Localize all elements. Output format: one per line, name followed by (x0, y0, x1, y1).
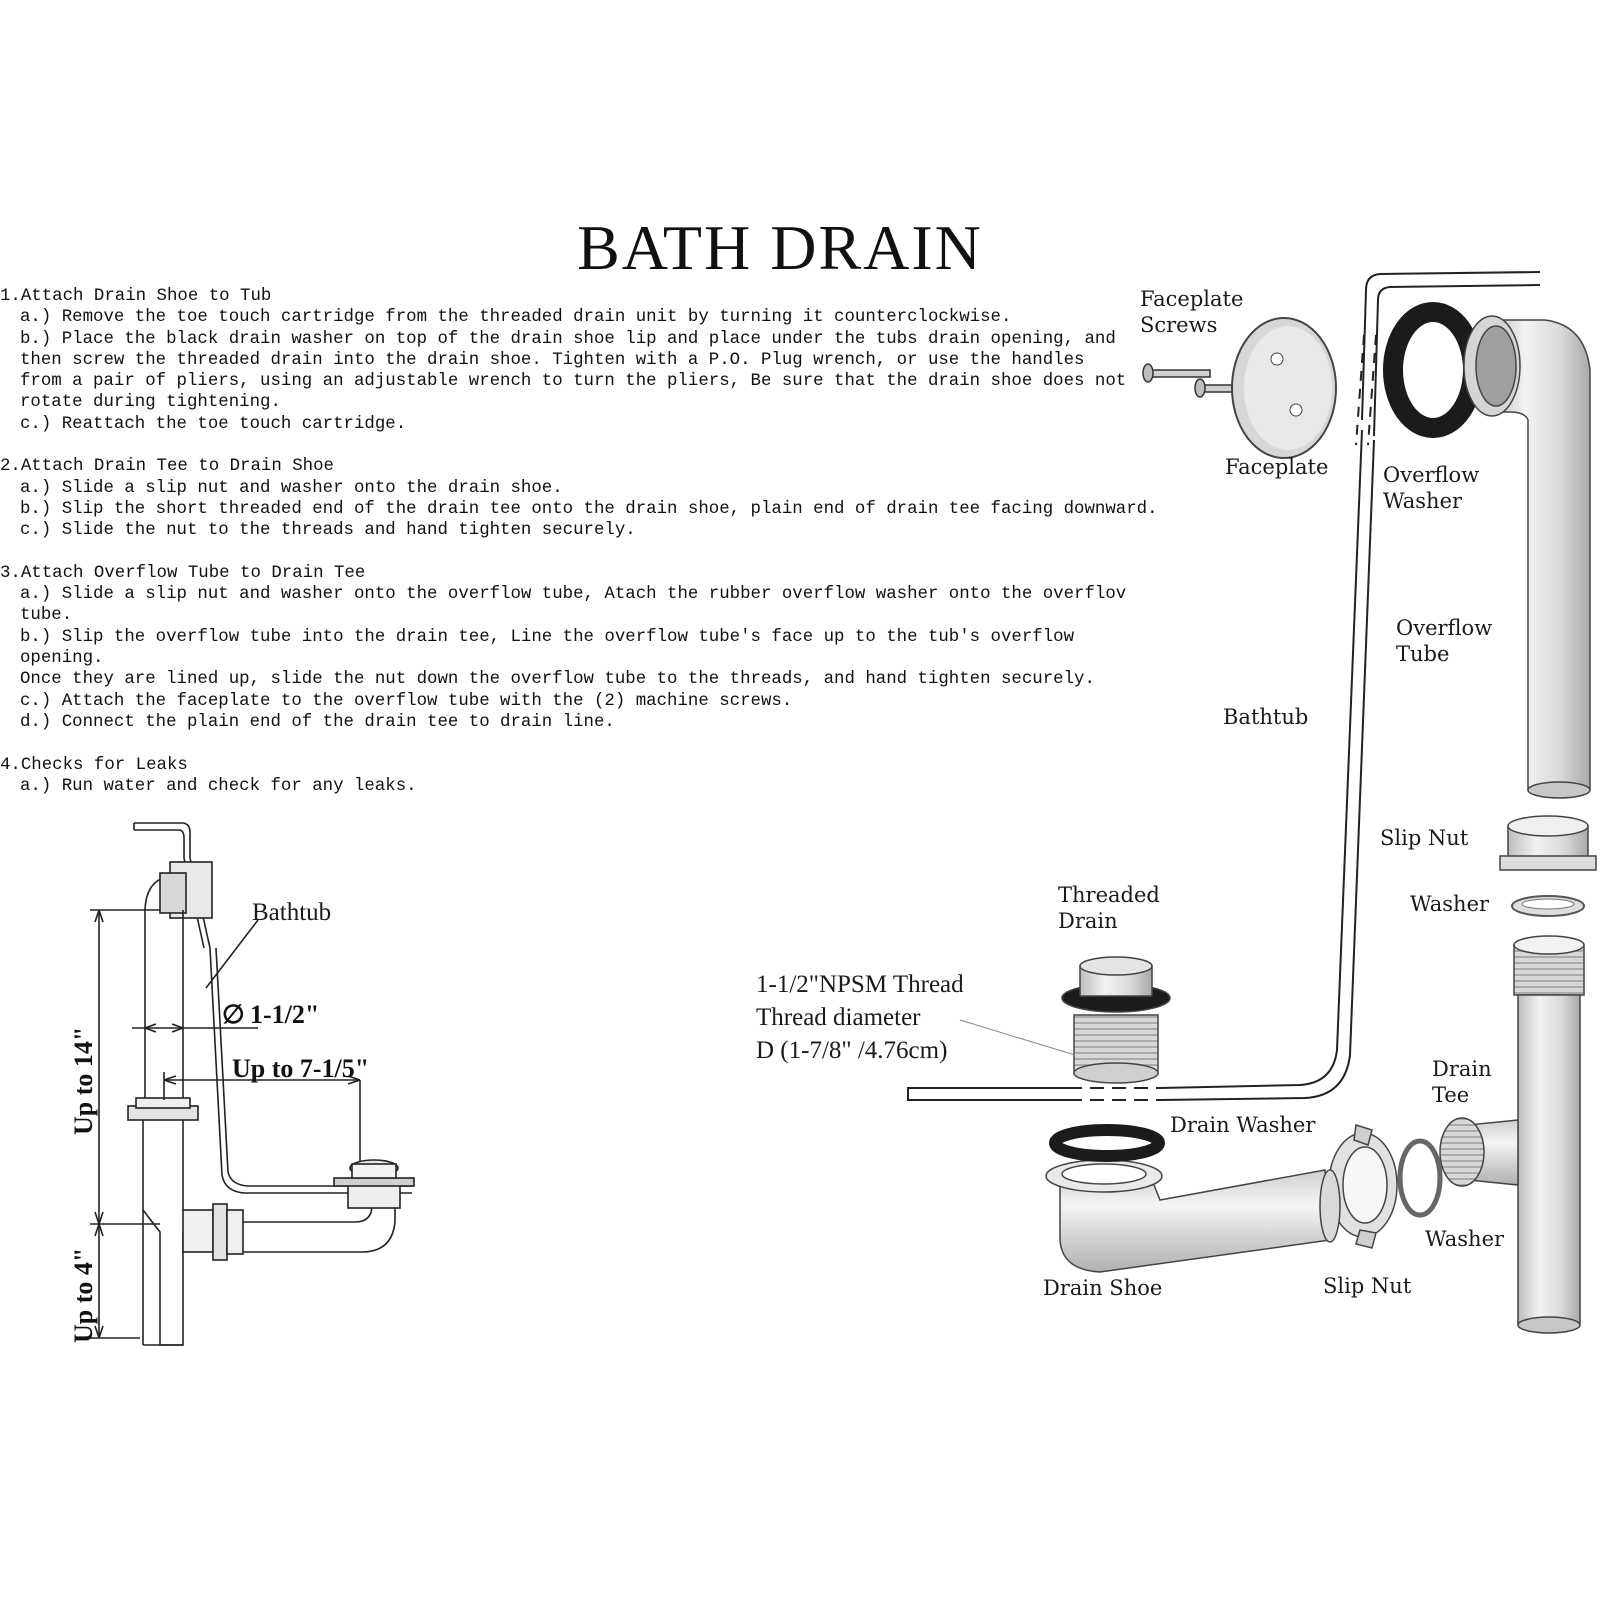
side-view-drawing (90, 822, 415, 1346)
drain-tee (1439, 935, 1585, 1334)
faceplate-screws-label: Faceplate (1140, 287, 1243, 311)
slip-nut-bottom (1328, 1124, 1398, 1249)
instruction-step-2: 2.Attach Drain Tee to Drain Shoe a.) Sli… (0, 456, 1160, 541)
step-item: b.) Slip the overflow tube into the drai… (20, 627, 1095, 690)
washer-label: Washer (1425, 1227, 1505, 1251)
page-title: BATH DRAIN (577, 212, 983, 283)
thread-leader-line (959, 1019, 1076, 1056)
overflow-washer (1383, 302, 1483, 438)
overflow-tube-label: Tube (1396, 642, 1449, 666)
step-item: b.) Place the black drain washer on top … (20, 329, 1127, 413)
threaded-drain-label: Threaded (1058, 883, 1160, 907)
thread-spec-label: 1-1/2"NPSM Thread (756, 971, 964, 998)
step-item: c.) Slide the nut to the threads and han… (20, 521, 636, 541)
bathtub-label: Bathtub (1223, 705, 1308, 729)
threaded-drain-label: Drain (1058, 909, 1118, 933)
washer-label: Washer (1410, 892, 1490, 916)
slip-nut-top (1499, 815, 1597, 871)
faceplate-screws-label: Screws (1140, 313, 1217, 337)
drain-tee-label: Tee (1432, 1083, 1469, 1107)
step-item: c.) Attach the faceplate to the overflow… (20, 691, 793, 711)
overflow-washer-label: Overflow (1383, 463, 1479, 487)
bathtub-wall (907, 271, 1541, 1101)
drain-shoe-label: Drain Shoe (1043, 1276, 1162, 1300)
washer-bottom (1397, 1138, 1443, 1218)
step-heading: 3.Attach Overflow Tube to Drain Tee (0, 563, 366, 583)
step-item: d.) Connect the plain end of the drain t… (20, 712, 615, 732)
faceplate (1231, 317, 1337, 459)
overflow-tube-label: Overflow (1396, 616, 1492, 640)
height-dimension-label: Up to 4" (69, 1248, 98, 1343)
instruction-step-1: 1.Attach Drain Shoe to Tub a.) Remove th… (0, 286, 1160, 435)
drain-tee-label: Drain (1432, 1057, 1492, 1081)
step-heading: 1.Attach Drain Shoe to Tub (0, 287, 272, 306)
washer-top (1511, 895, 1585, 917)
step-item: a.) Run water and check for any leaks. (20, 776, 417, 796)
drain-washer-label: Drain Washer (1170, 1113, 1316, 1137)
faceplate-label: Faceplate (1225, 455, 1328, 479)
instructions: 1.Attach Drain Shoe to Tub a.) Remove th… (0, 286, 1160, 818)
instruction-step-3: 3.Attach Overflow Tube to Drain Tee a.) … (0, 563, 1160, 733)
instruction-step-4: 4.Checks for Leaks a.) Run water and che… (0, 755, 1160, 798)
height-dimension-label: Up to 14" (69, 1027, 98, 1135)
bathtub-label: Bathtub (252, 899, 331, 926)
width-dimension-label: Up to 7-1/5" (232, 1054, 369, 1083)
thread-spec-label: Thread diameter (756, 1004, 921, 1031)
drain-washer (1049, 1124, 1165, 1162)
slip-nut-label: Slip Nut (1323, 1274, 1412, 1298)
step-item: b.) Slip the short threaded end of the d… (20, 499, 1158, 519)
step-item: a.) Slide a slip nut and washer onto the… (20, 478, 563, 498)
step-item: a.) Slide a slip nut and washer onto the… (20, 585, 1127, 626)
thread-spec-label: D (1-7/8" /4.76cm) (756, 1037, 947, 1064)
drain-shoe (1045, 1159, 1341, 1273)
diameter-dimension-label: 1-1/2" (250, 1000, 319, 1029)
step-heading: 4.Checks for Leaks (0, 755, 188, 775)
diameter-symbol: ∅ (222, 1000, 245, 1029)
overflow-washer-label: Washer (1383, 489, 1463, 513)
step-heading: 2.Attach Drain Tee to Drain Shoe (0, 457, 334, 477)
step-item: c.) Reattach the toe touch cartridge. (20, 414, 407, 434)
threaded-drain (1061, 956, 1171, 1084)
slip-nut-label: Slip Nut (1380, 826, 1469, 850)
step-item: a.) Remove the toe touch cartridge from … (20, 308, 1012, 328)
overflow-tube (1463, 315, 1591, 799)
